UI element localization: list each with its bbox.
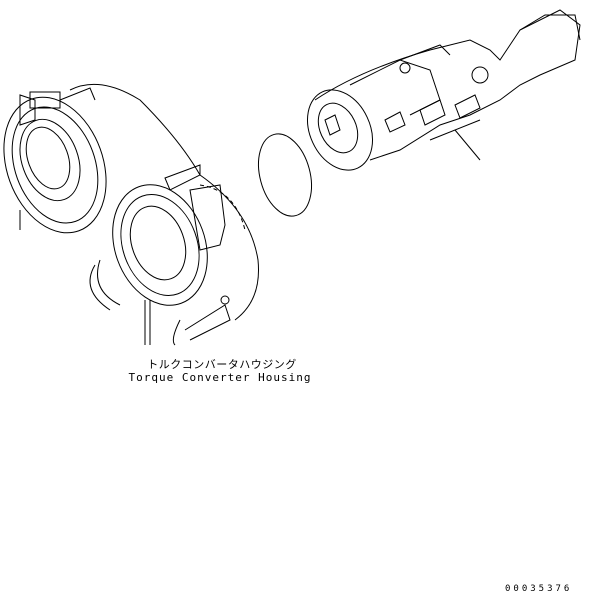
part-label-japanese: トルクコンバータハウジング	[147, 358, 297, 371]
figure-number: 00035376	[505, 584, 573, 594]
o-ring-drawing	[258, 133, 312, 217]
torque-converter-housing-drawing	[3, 83, 260, 346]
pump-assembly-drawing	[307, 9, 581, 171]
part-label-english: Torque Converter Housing	[128, 371, 312, 384]
